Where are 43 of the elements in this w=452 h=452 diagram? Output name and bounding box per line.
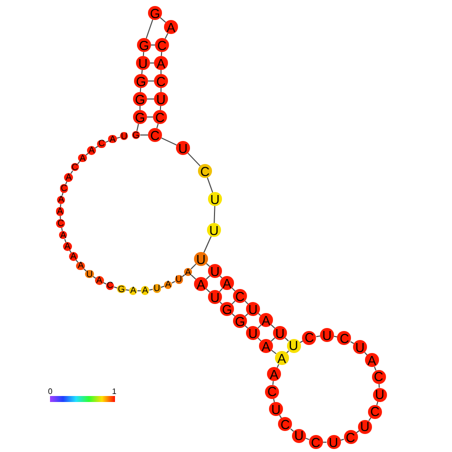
connector-line xyxy=(64,238,66,243)
connector-line xyxy=(150,62,154,64)
connector-line xyxy=(141,69,143,75)
connector-line xyxy=(142,52,144,56)
connector-line xyxy=(374,366,376,371)
connector-line xyxy=(244,325,248,329)
connector-line xyxy=(290,428,294,432)
connector-line xyxy=(244,313,248,317)
connector-line xyxy=(146,98,154,100)
connector-line xyxy=(187,152,201,166)
connector-line xyxy=(206,275,210,280)
connector-line xyxy=(232,313,236,317)
connector-line xyxy=(146,116,154,118)
connector-line xyxy=(203,236,212,254)
connector-line xyxy=(160,137,178,146)
connector-line xyxy=(270,324,276,329)
connector-line xyxy=(305,438,310,440)
connector-line xyxy=(136,123,139,132)
connector-line xyxy=(272,380,274,386)
connector-line xyxy=(160,52,162,56)
scale-tick-label: 1 xyxy=(112,388,116,396)
connector-line xyxy=(150,44,156,46)
connector-line xyxy=(214,206,216,224)
scale-tick-label: 0 xyxy=(48,388,52,396)
connector-line xyxy=(206,177,214,193)
connector-line xyxy=(160,106,162,110)
connector-line xyxy=(148,80,154,82)
connector-line xyxy=(140,88,142,92)
connector-line xyxy=(160,17,166,23)
connector-line xyxy=(316,336,321,338)
connector-line xyxy=(160,88,162,92)
connector-line xyxy=(190,274,196,280)
connector-line xyxy=(206,288,210,293)
connector-line xyxy=(378,383,380,388)
connector-line xyxy=(322,442,328,443)
connector-line xyxy=(270,337,276,342)
connector-line xyxy=(140,134,148,136)
connector-line xyxy=(160,70,162,74)
connector-line xyxy=(271,350,277,354)
connector-line xyxy=(146,19,154,39)
connector-line xyxy=(137,290,142,292)
connector-line xyxy=(171,280,176,284)
connector-line xyxy=(190,263,197,270)
